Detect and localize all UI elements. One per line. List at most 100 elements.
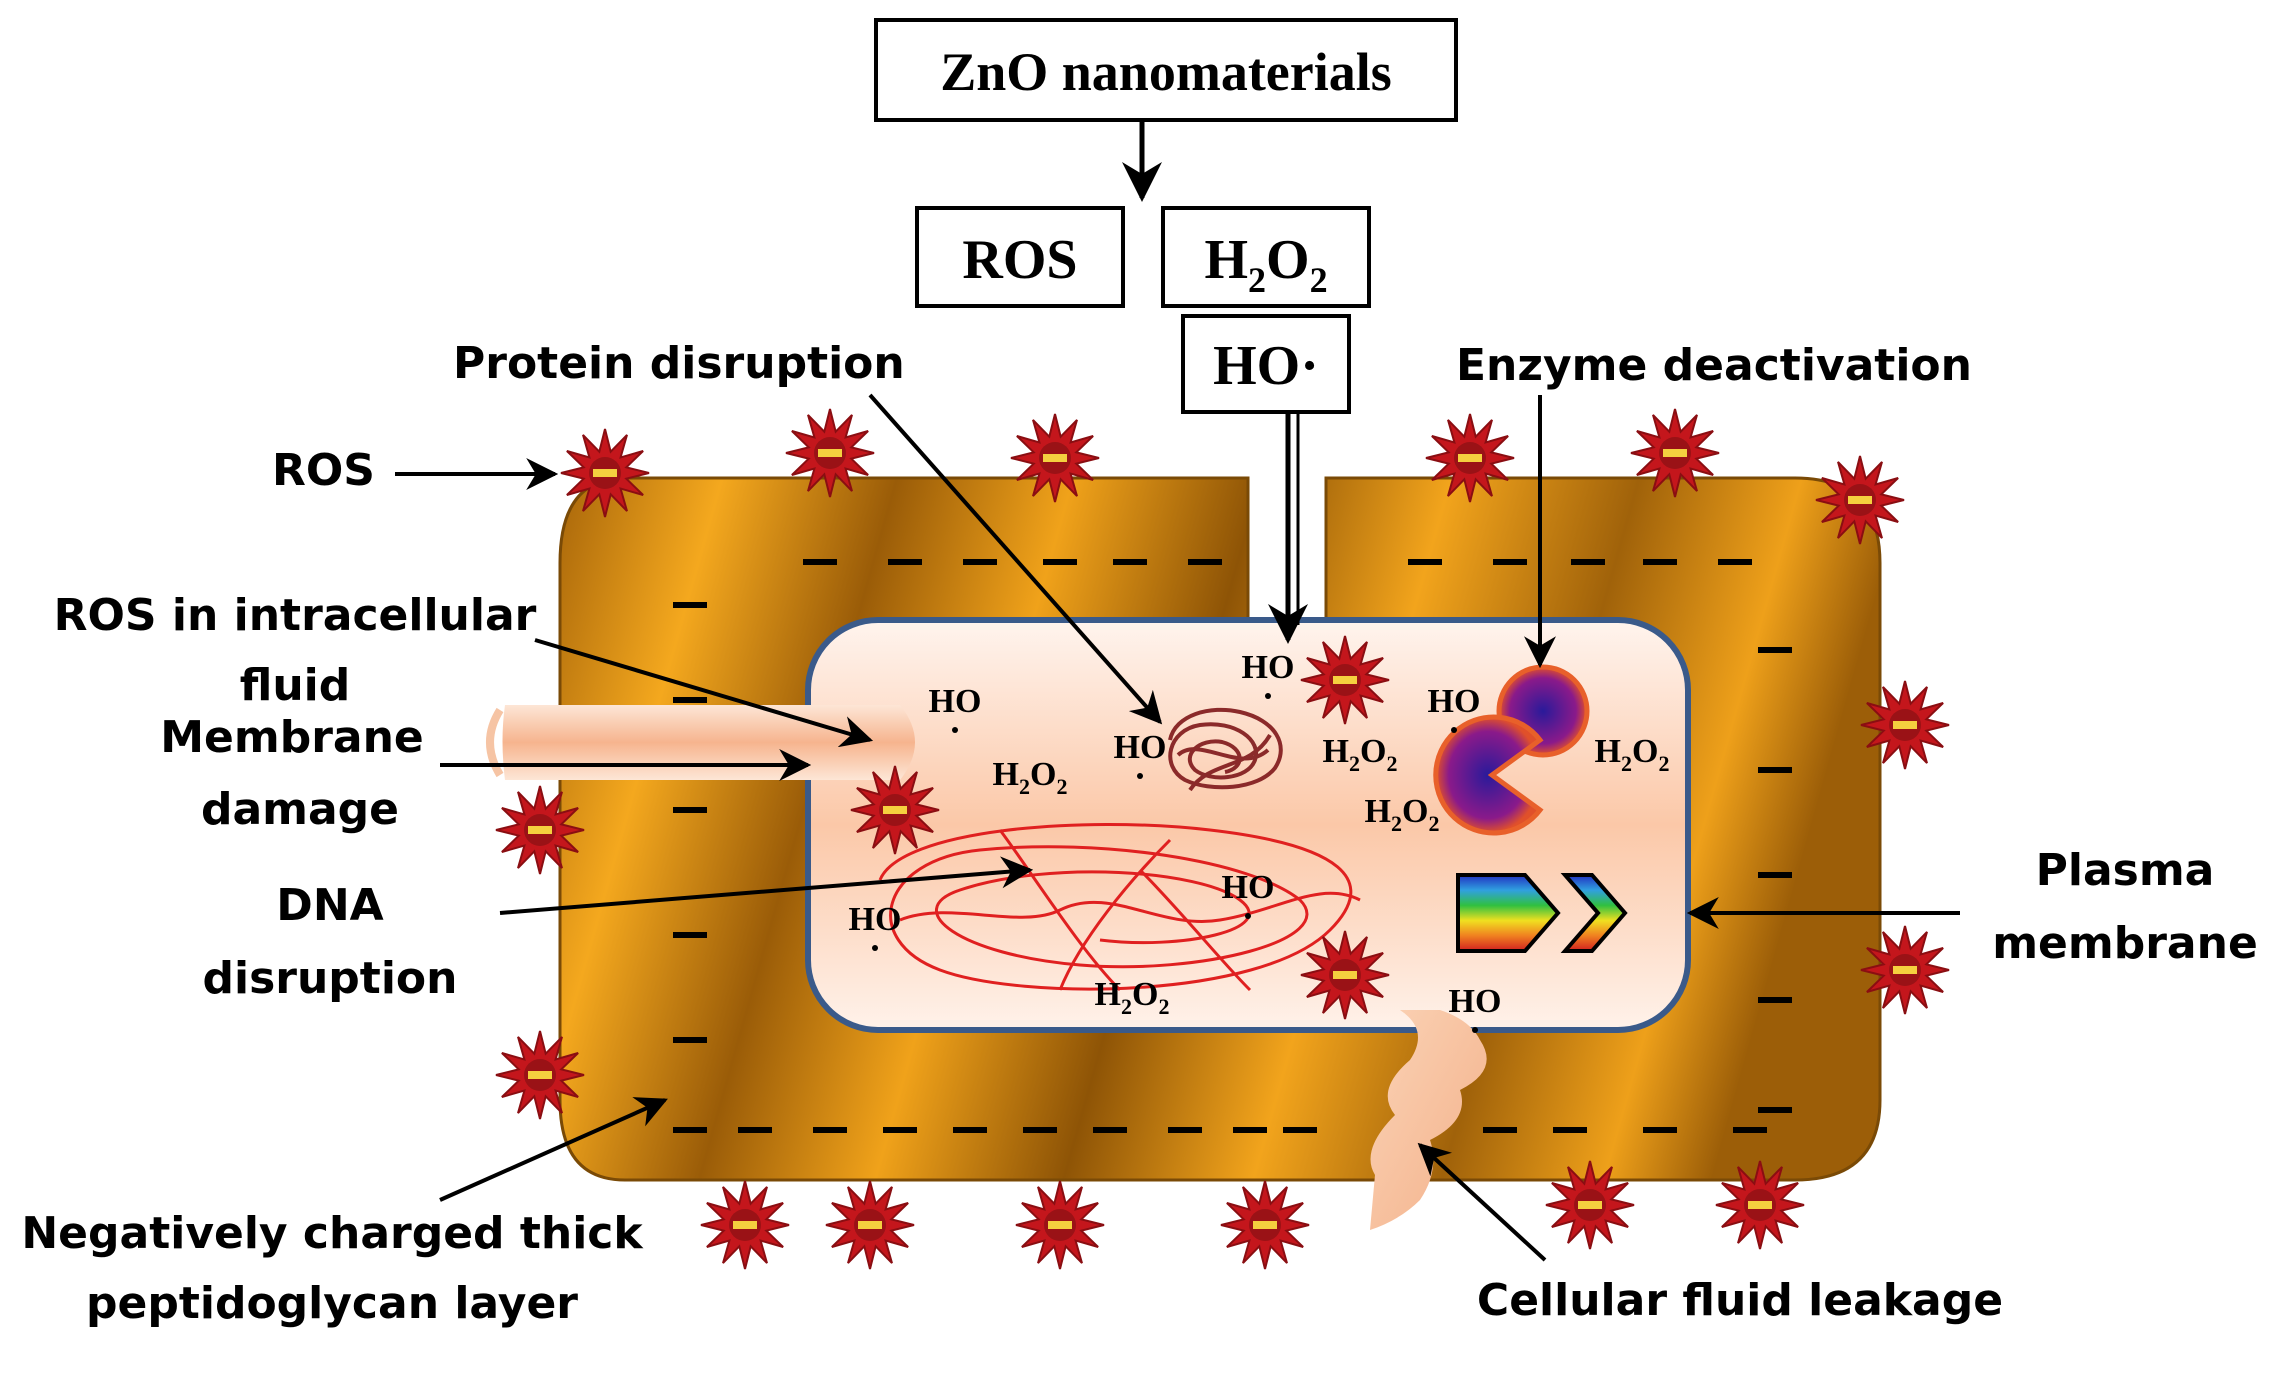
label-dna-disruption-1: DNA — [276, 880, 383, 931]
ros-star-marker — [700, 1180, 790, 1270]
h2o2-species-label: H2O2 — [1204, 229, 1327, 300]
label-arrows — [395, 393, 1960, 1262]
wall-negative-charges — [673, 559, 1792, 1133]
ros-negative-sign — [1253, 1221, 1277, 1229]
ros-star-marker — [1860, 680, 1950, 770]
ros-markers — [495, 408, 1950, 1270]
negative-charge-mark — [1758, 872, 1792, 878]
ros-star-marker — [1860, 925, 1950, 1015]
negative-charge-mark — [1758, 1107, 1792, 1113]
negative-charge-mark — [1718, 559, 1752, 565]
ho-radical-mark: HO — [1222, 869, 1275, 906]
ros-star-marker — [560, 428, 650, 518]
negative-charge-mark — [883, 1127, 917, 1133]
ros-negative-sign — [858, 1221, 882, 1229]
ros-star-marker — [1300, 930, 1390, 1020]
zno-source-label: ZnO nanomaterials — [940, 42, 1392, 102]
negative-charge-mark — [673, 807, 707, 813]
label-peptidoglycan-1: Negatively charged thick — [21, 1208, 644, 1259]
negative-charge-mark — [1553, 1127, 1587, 1133]
ros-star-marker — [1010, 413, 1100, 503]
negative-charge-mark — [673, 1127, 707, 1133]
negative-charge-mark — [1043, 559, 1077, 565]
ros-negative-sign — [528, 826, 552, 834]
ros-negative-sign — [1893, 721, 1917, 729]
negative-charge-mark — [1233, 1127, 1267, 1133]
membrane-damage-tube — [486, 705, 915, 780]
ros-negative-sign — [1043, 454, 1067, 462]
ros-negative-sign — [593, 469, 617, 477]
ho-radical-mark: HO — [1242, 649, 1295, 686]
h2o2-mark: H2O2 — [1323, 733, 1398, 776]
negative-charge-mark — [1758, 997, 1792, 1003]
rainbow-transport-arrows — [1456, 873, 1628, 953]
ros-negative-sign — [1333, 971, 1357, 979]
negative-charge-mark — [963, 559, 997, 565]
ros-star-marker — [1220, 1180, 1310, 1270]
enzyme-deactivated — [1433, 714, 1544, 836]
ho-radical-mark: HO — [1114, 729, 1167, 766]
ho-radical-mark: HO — [849, 901, 902, 938]
label-ros-intracellular-2: fluid — [240, 660, 351, 711]
ros-negative-sign — [1748, 1201, 1772, 1209]
negative-charge-mark — [1758, 767, 1792, 773]
label-membrane-damage-2: damage — [201, 784, 399, 835]
ros-negative-sign — [733, 1221, 757, 1229]
dna-strand — [878, 822, 1361, 992]
h2o2-mark: H2O2 — [1365, 793, 1440, 836]
negative-charge-mark — [673, 697, 707, 703]
ros-negative-sign — [818, 449, 842, 457]
label-protein-disruption: Protein disruption — [453, 338, 905, 389]
ros-star-marker — [850, 765, 940, 855]
protein-tangle — [1168, 707, 1283, 792]
negative-charge-mark — [1093, 1127, 1127, 1133]
h2o2-species-box: H2O2 — [1161, 206, 1371, 308]
cellular-fluid-leakage — [1370, 1010, 1487, 1230]
negative-charge-mark — [1643, 559, 1677, 565]
h2o2-mark: H2O2 — [1095, 976, 1170, 1019]
negative-charge-mark — [673, 932, 707, 938]
label-ros-intracellular-1: ROS in intracellular — [54, 590, 537, 641]
ho-radical-mark: HO — [929, 683, 982, 720]
ho-radical-label: HO· — [1213, 335, 1319, 397]
negative-charge-mark — [1168, 1127, 1202, 1133]
ros-star-marker — [1630, 408, 1720, 498]
ros-negative-sign — [1893, 966, 1917, 974]
negative-charge-mark — [1283, 1127, 1317, 1133]
label-plasma-membrane-2: membrane — [1992, 918, 2258, 969]
ho-radical-box: HO· — [1181, 314, 1351, 414]
negative-charge-mark — [673, 602, 707, 608]
ros-negative-sign — [1048, 1221, 1072, 1229]
label-cellular-fluid-leakage: Cellular fluid leakage — [1477, 1275, 2003, 1326]
ros-negative-sign — [1663, 449, 1687, 457]
ros-negative-sign — [1578, 1201, 1602, 1209]
ros-negative-sign — [528, 1071, 552, 1079]
negative-charge-mark — [1023, 1127, 1057, 1133]
negative-charge-mark — [1408, 559, 1442, 565]
ros-species-label: ROS — [962, 229, 1077, 291]
ros-star-marker — [1015, 1180, 1105, 1270]
negative-charge-mark — [1571, 559, 1605, 565]
negative-charge-mark — [953, 1127, 987, 1133]
ros-negative-sign — [1333, 676, 1357, 684]
negative-charge-mark — [1758, 647, 1792, 653]
negative-charge-mark — [1733, 1127, 1767, 1133]
negative-charge-mark — [1643, 1127, 1677, 1133]
label-ros-outside: ROS — [272, 445, 375, 496]
label-dna-disruption-2: disruption — [203, 953, 458, 1004]
ros-star-marker — [1300, 635, 1390, 725]
ros-negative-sign — [883, 806, 907, 814]
ros-star-marker — [1425, 413, 1515, 503]
ros-star-marker — [1815, 455, 1905, 545]
label-enzyme-deactivation: Enzyme deactivation — [1456, 340, 1972, 391]
negative-charge-mark — [1483, 1127, 1517, 1133]
ho-radical-mark: HO — [1428, 683, 1481, 720]
label-plasma-membrane-1: Plasma — [2036, 845, 2215, 896]
ros-star-marker — [1545, 1160, 1635, 1250]
negative-charge-mark — [888, 559, 922, 565]
h2o2-mark: H2O2 — [1595, 733, 1670, 776]
label-peptidoglycan-2: peptidoglycan layer — [86, 1278, 578, 1329]
negative-charge-mark — [1493, 559, 1527, 565]
